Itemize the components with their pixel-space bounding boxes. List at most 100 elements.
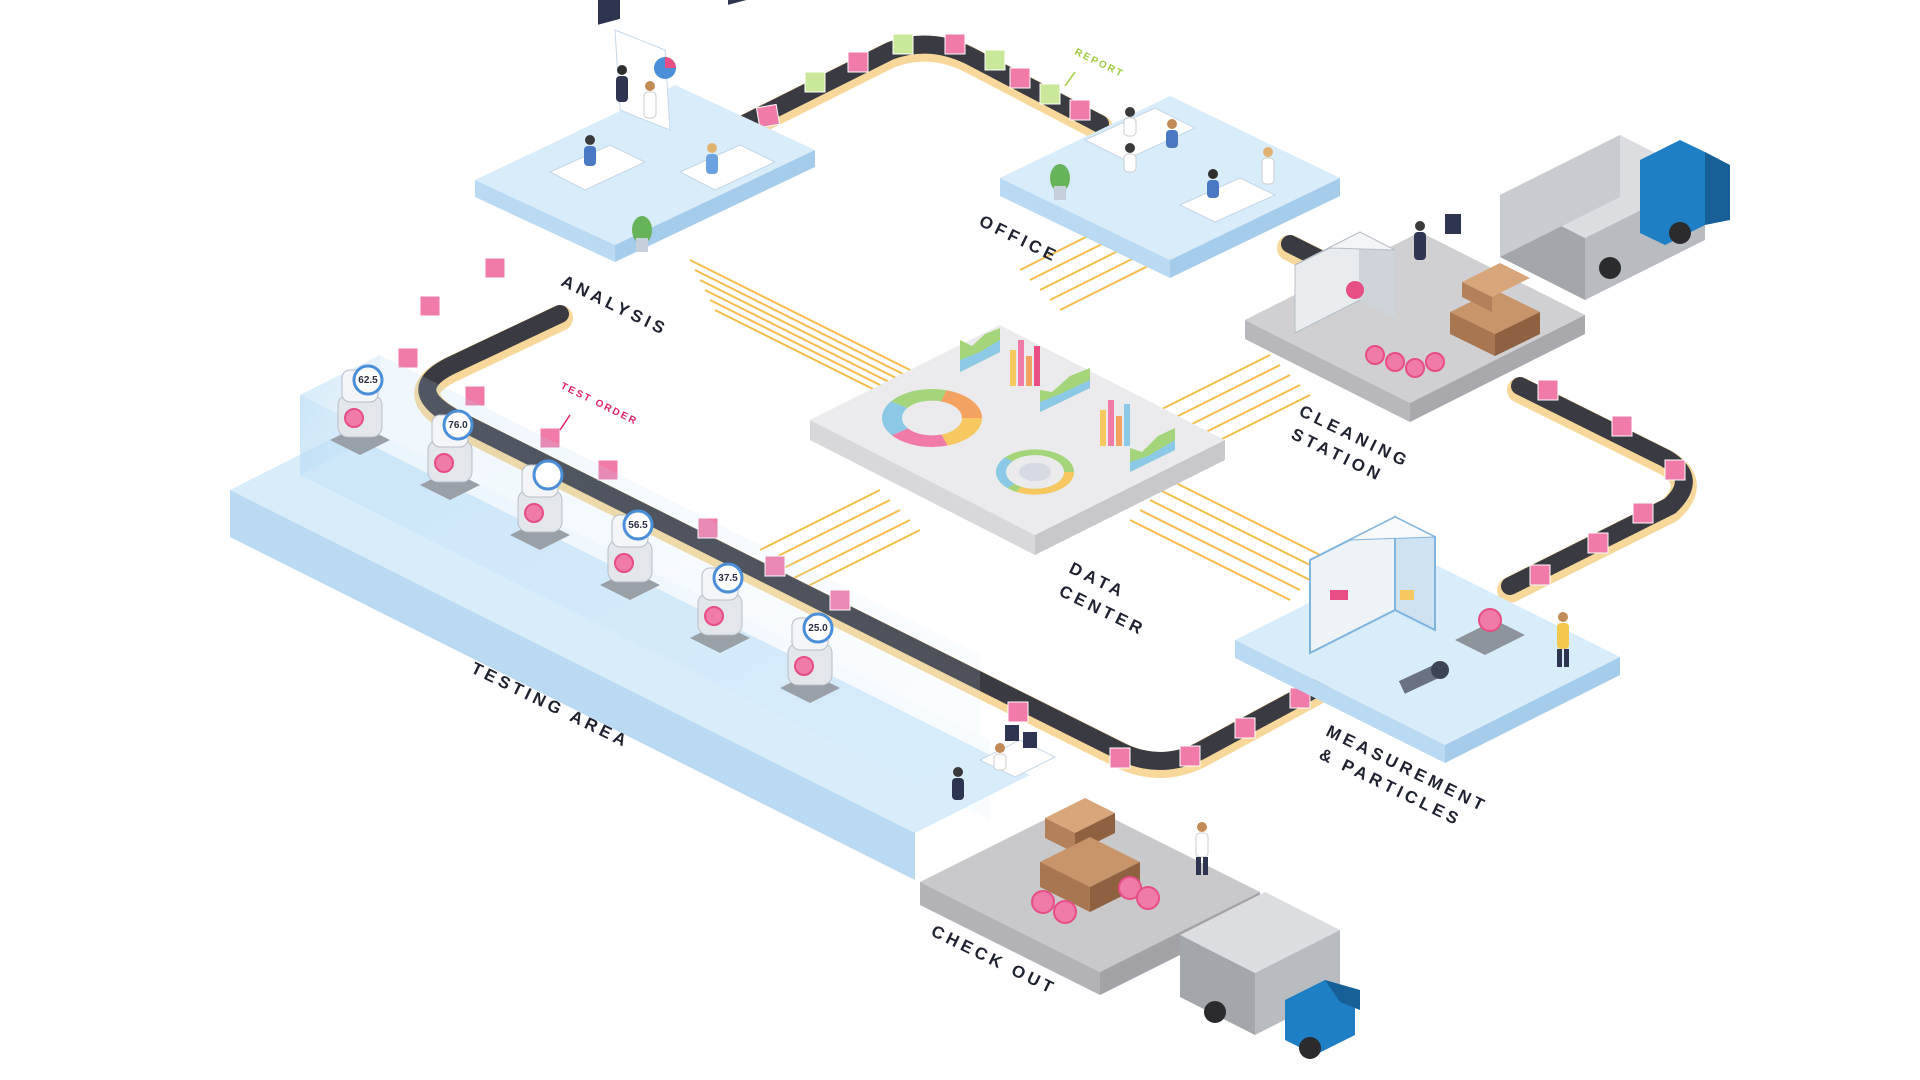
data-links [689,224,1331,601]
person-icon [1558,612,1568,622]
conveyor-belt [418,35,1693,770]
microscope-icon [1398,664,1442,694]
report-cube [804,71,826,93]
truck-icon-bottom [1180,892,1360,1059]
data-center-area: DATA CENTER [810,325,1225,640]
person-icon [707,143,717,153]
order-cube [847,51,869,73]
order-cube [419,295,441,317]
gauge-reading: 56.5 [628,520,648,531]
report-cube [984,49,1006,71]
order-cube [1109,747,1131,769]
analysis-area: ANALYSIS [475,0,815,340]
plant-icon [1050,164,1070,192]
analysis-label: ANALYSIS [558,272,671,340]
order-cube [1632,502,1654,524]
wheel-icon [1599,257,1621,279]
testing-machine: 56.5 [600,509,660,600]
wheel-icon [1669,222,1691,244]
order-cube [1069,99,1091,121]
plant-icon [632,216,652,244]
order-cube [944,33,966,55]
data-center-platform [810,325,1225,535]
gauge-reading: 76.0 [448,420,468,431]
crate-icon [1462,263,1530,297]
order-cube [1587,532,1609,554]
wheel-icon [1204,1001,1226,1023]
desk [678,144,777,191]
person-icon [645,81,655,91]
testing-machine: 76.0 [420,409,480,500]
testing-machine: 25.0 [780,612,840,703]
order-cube [397,347,419,369]
order-cube [1234,717,1256,739]
person-icon [1167,119,1177,129]
order-cube [1664,459,1686,481]
gauge-reading: 37.5 [718,573,738,584]
gauge-icon [1118,876,1142,900]
order-cube [1529,564,1551,586]
order-cube [1009,67,1031,89]
truck-icon-top [1500,135,1730,300]
gauge-icon [1385,352,1405,372]
desk [1178,177,1277,223]
gauge-icon [1136,886,1160,910]
person-icon [995,743,1005,753]
person-icon [1125,143,1135,153]
order-cube [1537,379,1559,401]
person-icon [617,65,627,75]
data-link-measurement [1129,479,1331,601]
donut-chart-icon [882,389,982,447]
measurement-area: MEASUREMENT & PARTICLES [1235,515,1620,830]
testing-machine: 37.5 [690,562,750,653]
gauge-reading: 62.5 [358,375,378,386]
order-cube [1611,415,1633,437]
bar-chart-icon [1010,340,1040,386]
monitor-icon [598,0,620,25]
bar-chart-icon [1100,400,1130,446]
gauge-icon [1405,358,1425,378]
testing-machine: 62.5 [330,364,390,455]
glass-panel [380,355,980,735]
testing-machine [510,459,570,550]
ring-chart-icon [996,449,1074,495]
testing-machines: 62.5 76.0 56.5 37.5 25.0 [330,364,840,703]
gauge-icon [1365,345,1385,365]
person-icon [1125,107,1135,117]
gauge-icon [1031,890,1055,914]
data-link-analysis [689,259,956,431]
person-icon [1415,221,1425,231]
order-cube [484,257,506,279]
report-cube [1039,83,1061,105]
order-cube [755,103,781,129]
order-cube [1179,745,1201,767]
monitor-icon [1445,214,1461,234]
analysis-platform [475,85,815,245]
wheel-icon [1299,1037,1321,1059]
truck-cab [1640,140,1705,245]
testing-area: 62.576.056.537.525.0 TESTING AREA TEST O… [230,355,1057,880]
scale-icon [1455,620,1525,655]
glass-panel [300,395,990,820]
person-icon [1197,822,1207,832]
gauge-icon [1425,352,1445,372]
gauge-reading: 25.0 [808,623,828,634]
report-cube [892,33,914,55]
test-order-tag: TEST ORDER [559,381,640,428]
person-icon [1263,147,1273,157]
cleaning-station-area: CLEANING STATION [1245,214,1585,485]
person-icon [953,767,963,777]
truck-cab [1285,980,1355,1055]
crate-icon [1045,798,1115,833]
monitor-icon [1005,725,1019,741]
person-icon [585,135,595,145]
gauge-icon [1478,608,1502,632]
person-icon [1208,169,1218,179]
order-cube [1007,701,1029,723]
monitor-icon [728,0,750,5]
area-chart-icon [960,328,1175,472]
data-link-cleaning [1159,354,1311,451]
gauge-icon [1053,900,1077,924]
report-tag: REPORT [1073,47,1126,80]
